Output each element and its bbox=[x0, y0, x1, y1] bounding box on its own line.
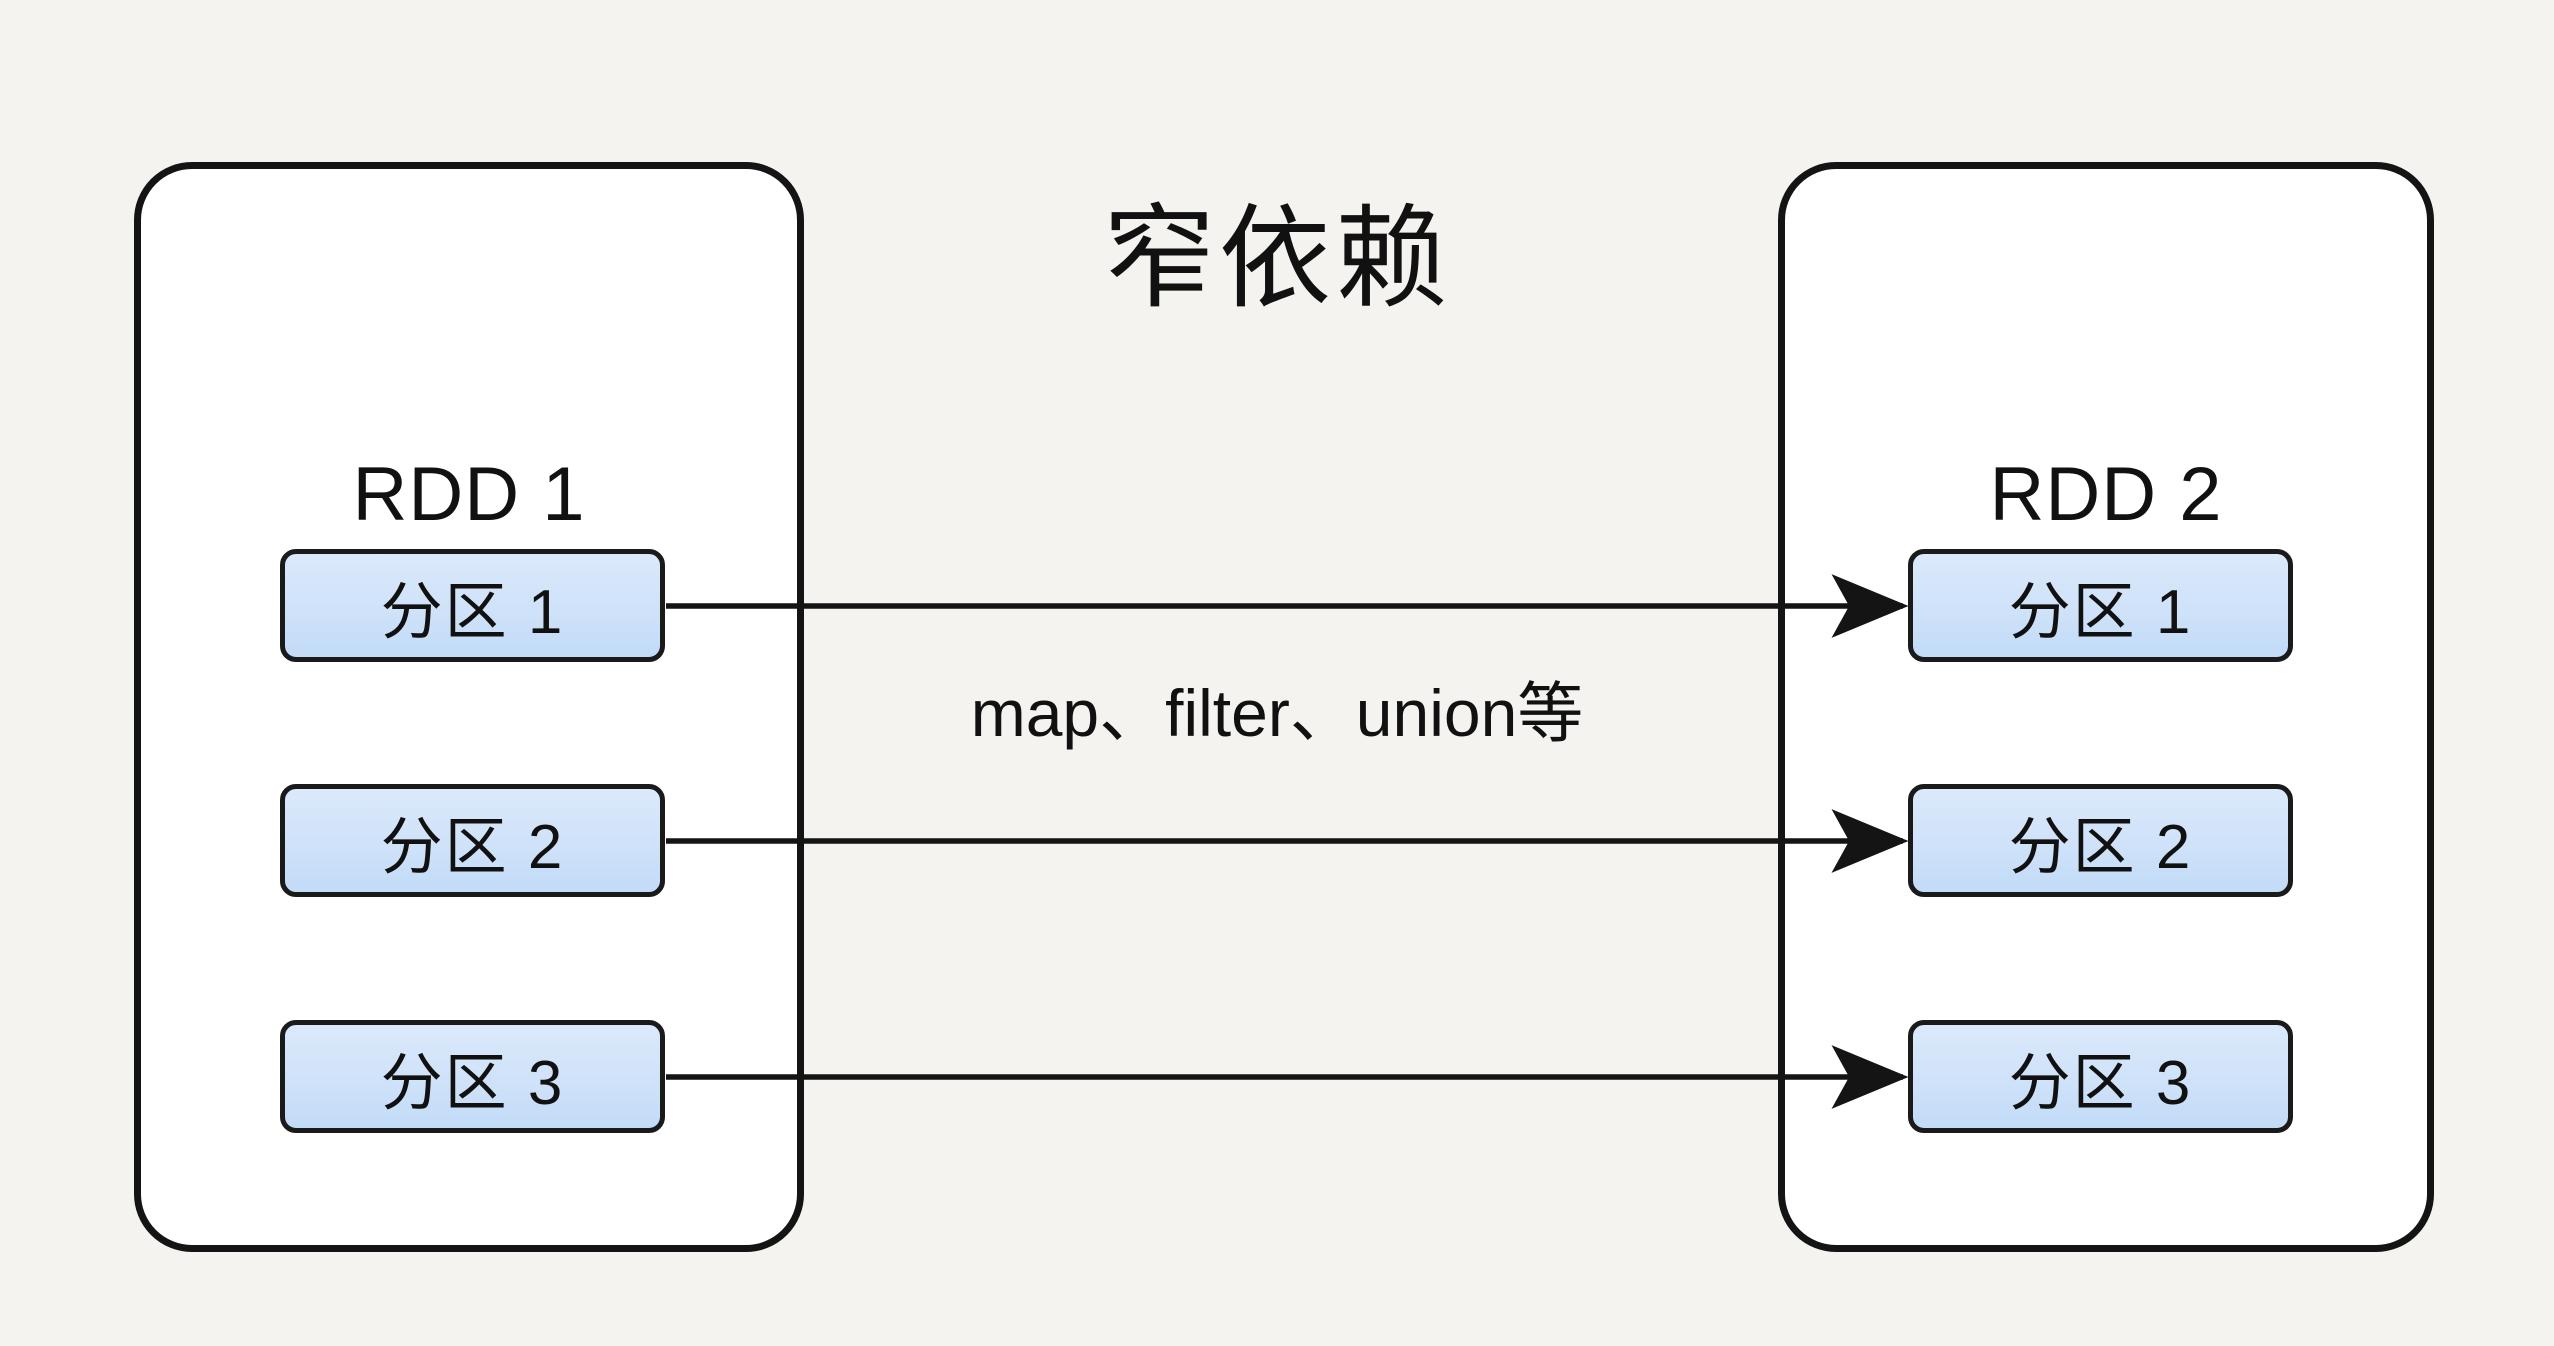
rdd-1-title: RDD 1 bbox=[352, 452, 586, 537]
left-partition-3[interactable]: 分区 3 bbox=[280, 1020, 665, 1133]
right-partition-1[interactable]: 分区 1 bbox=[1908, 549, 2293, 662]
right-partition-3[interactable]: 分区 3 bbox=[1908, 1020, 2293, 1133]
rdd-2-title: RDD 2 bbox=[1989, 452, 2223, 537]
left-partition-2[interactable]: 分区 2 bbox=[280, 784, 665, 897]
right-partition-2[interactable]: 分区 2 bbox=[1908, 784, 2293, 897]
transform-operations-label: map、filter、union等 bbox=[970, 676, 1584, 750]
diagram-title: 窄依赖 bbox=[1103, 196, 1451, 321]
left-partition-1[interactable]: 分区 1 bbox=[280, 549, 665, 662]
